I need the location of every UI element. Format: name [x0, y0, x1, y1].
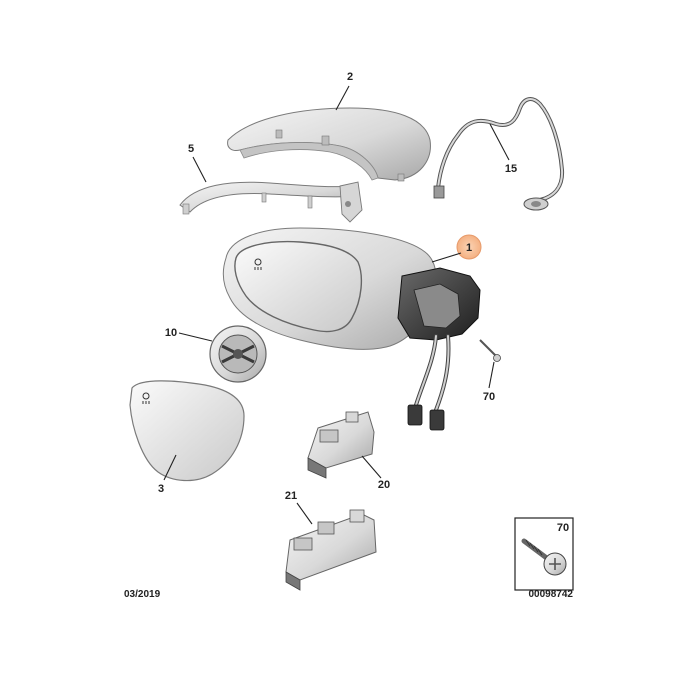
wiring-harness-part — [433, 97, 565, 211]
leader-15 — [489, 123, 510, 161]
mirror-assembly-part — [222, 227, 481, 431]
leader-1 — [431, 252, 462, 263]
leader-3 — [163, 454, 177, 481]
heated-glass-icon — [142, 392, 150, 404]
callout-3: 3 — [158, 483, 164, 495]
mirror-glass-part — [129, 380, 245, 482]
highlight-marker — [456, 234, 482, 260]
callout-10: 10 — [165, 327, 177, 339]
mirror-cover-part — [227, 107, 431, 182]
glass-actuator-part — [209, 325, 267, 383]
leader-20 — [361, 455, 382, 479]
leader-21 — [296, 502, 313, 525]
inset-label: 70 — [557, 522, 569, 534]
leader-10 — [178, 332, 213, 342]
leader-lines — [163, 85, 510, 525]
callout-15: 15 — [505, 163, 517, 175]
leader-70 — [488, 361, 495, 389]
footer-date: 03/2019 — [124, 589, 161, 600]
heated-mirror-icon — [254, 258, 262, 270]
callout-1: 1 — [466, 242, 472, 254]
screw-icon — [521, 538, 567, 576]
leader-2 — [335, 85, 350, 111]
switch-part-20 — [307, 411, 375, 479]
callout-70: 70 — [483, 391, 495, 403]
switch-part-21 — [285, 509, 377, 591]
screw-part — [479, 339, 501, 362]
trim-strip-part — [179, 181, 363, 223]
footer-diagram-code: 00098742 — [529, 589, 574, 600]
callout-2: 2 — [347, 71, 353, 83]
callout-20: 20 — [378, 479, 390, 491]
callout-5: 5 — [188, 143, 194, 155]
callout-21: 21 — [285, 490, 297, 502]
leader-5 — [192, 156, 207, 183]
screw-inset-box: 70 — [514, 517, 574, 591]
